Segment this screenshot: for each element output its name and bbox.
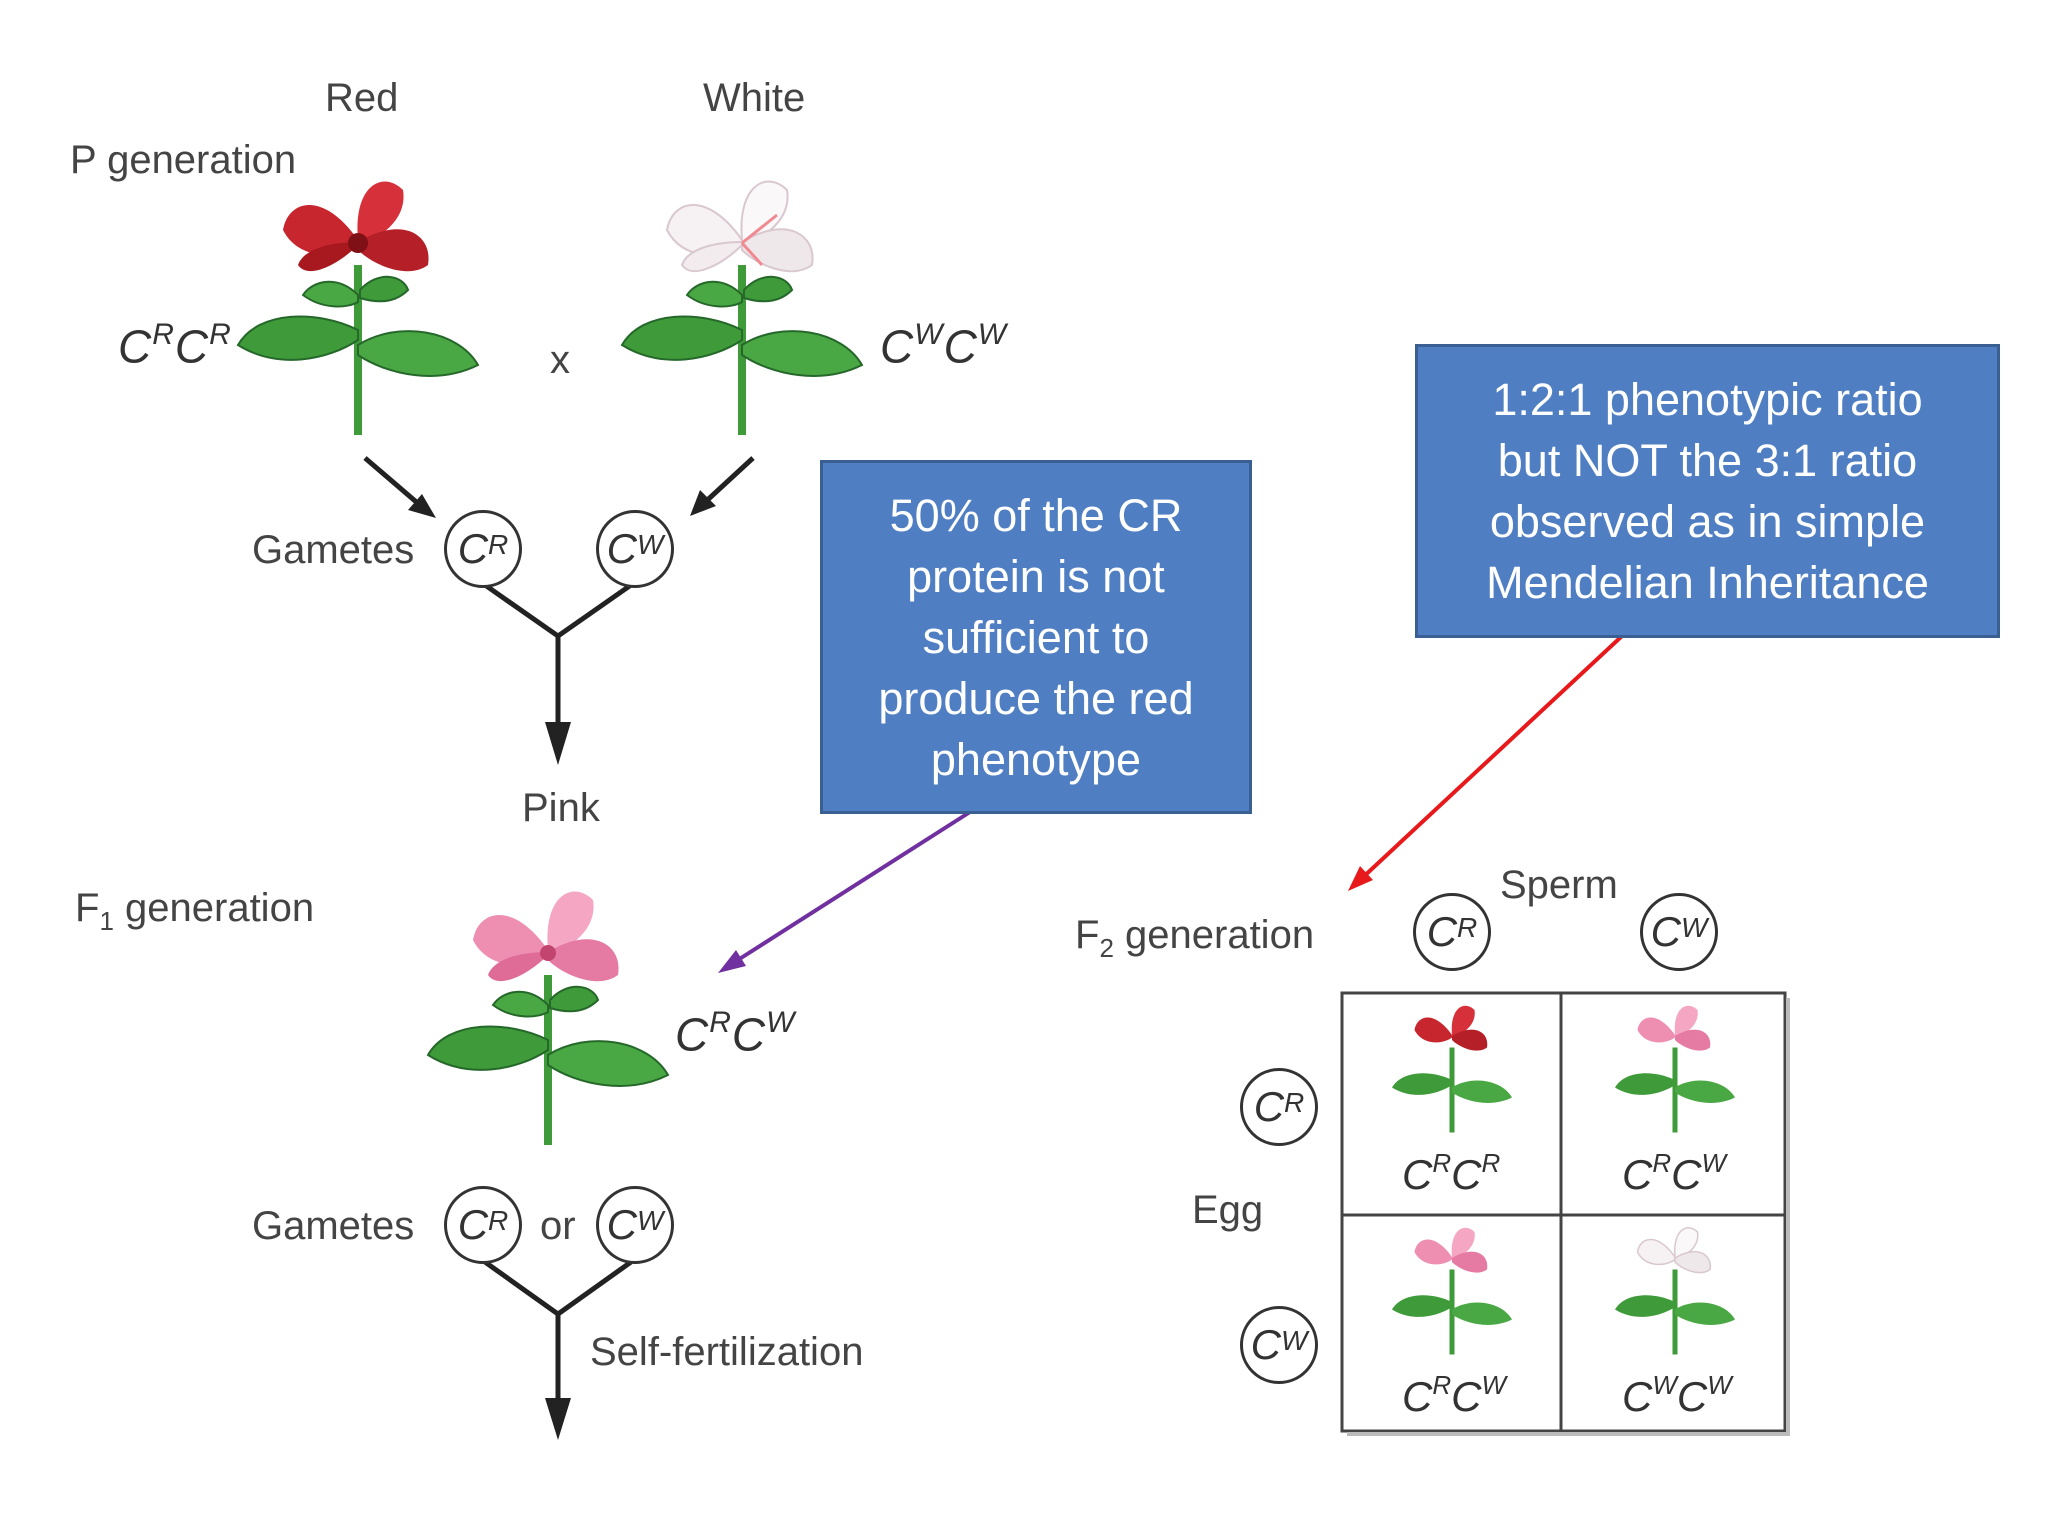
- punnett-square: [1340, 991, 1790, 1436]
- white-label: White: [703, 76, 806, 120]
- f1-gamete-join-lines: [483, 1259, 633, 1318]
- red-flower-plant: [236, 181, 480, 435]
- white-genotype: CWCW: [880, 318, 1008, 373]
- punnett-genotype-rw-top: CRCW: [1622, 1148, 1727, 1198]
- white-flower-plant: [620, 180, 864, 435]
- red-label: Red: [325, 76, 399, 120]
- or-label: or: [540, 1204, 576, 1248]
- f1-gametes-label: Gametes: [252, 1204, 415, 1248]
- egg-label: Egg: [1192, 1188, 1264, 1232]
- f1-generation-label: F1 generation: [75, 886, 315, 936]
- f1-genotype: CRCW: [675, 1006, 796, 1061]
- punnett-genotype-rw-bottom: CRCW: [1402, 1370, 1507, 1420]
- red-genotype: CRCR: [118, 318, 232, 373]
- sperm-label: Sperm: [1500, 863, 1618, 907]
- p-generation-label: P generation: [70, 138, 297, 182]
- punnett-plant-rw-bottom: [1392, 1227, 1512, 1355]
- pink-label: Pink: [522, 786, 600, 830]
- cross-symbol: x: [550, 338, 570, 382]
- self-fertilization-label: Self-fertilization: [590, 1330, 864, 1374]
- pink-flower-plant: [426, 891, 670, 1145]
- gamete-join-lines: [483, 582, 633, 640]
- protein-callout: 50% of the CR protein is not sufficient …: [820, 460, 1252, 814]
- arrow-protein-callout: [728, 810, 972, 967]
- f2-generation-label: F2 generation: [1075, 913, 1315, 963]
- punnett-plant-rw-top: [1615, 1005, 1735, 1133]
- punnett-plant-rr: [1392, 1005, 1512, 1133]
- gametes-label: Gametes: [252, 528, 415, 572]
- punnett-genotype-ww: CWCW: [1622, 1370, 1732, 1420]
- punnett-plant-ww: [1615, 1227, 1735, 1355]
- ratio-callout: 1:2:1 phenotypic ratio but NOT the 3:1 r…: [1415, 344, 2000, 638]
- punnett-genotype-rr: CRCR: [1402, 1148, 1501, 1198]
- arrow-white-to-gamete: [700, 456, 755, 507]
- arrow-ratio-callout: [1358, 634, 1624, 882]
